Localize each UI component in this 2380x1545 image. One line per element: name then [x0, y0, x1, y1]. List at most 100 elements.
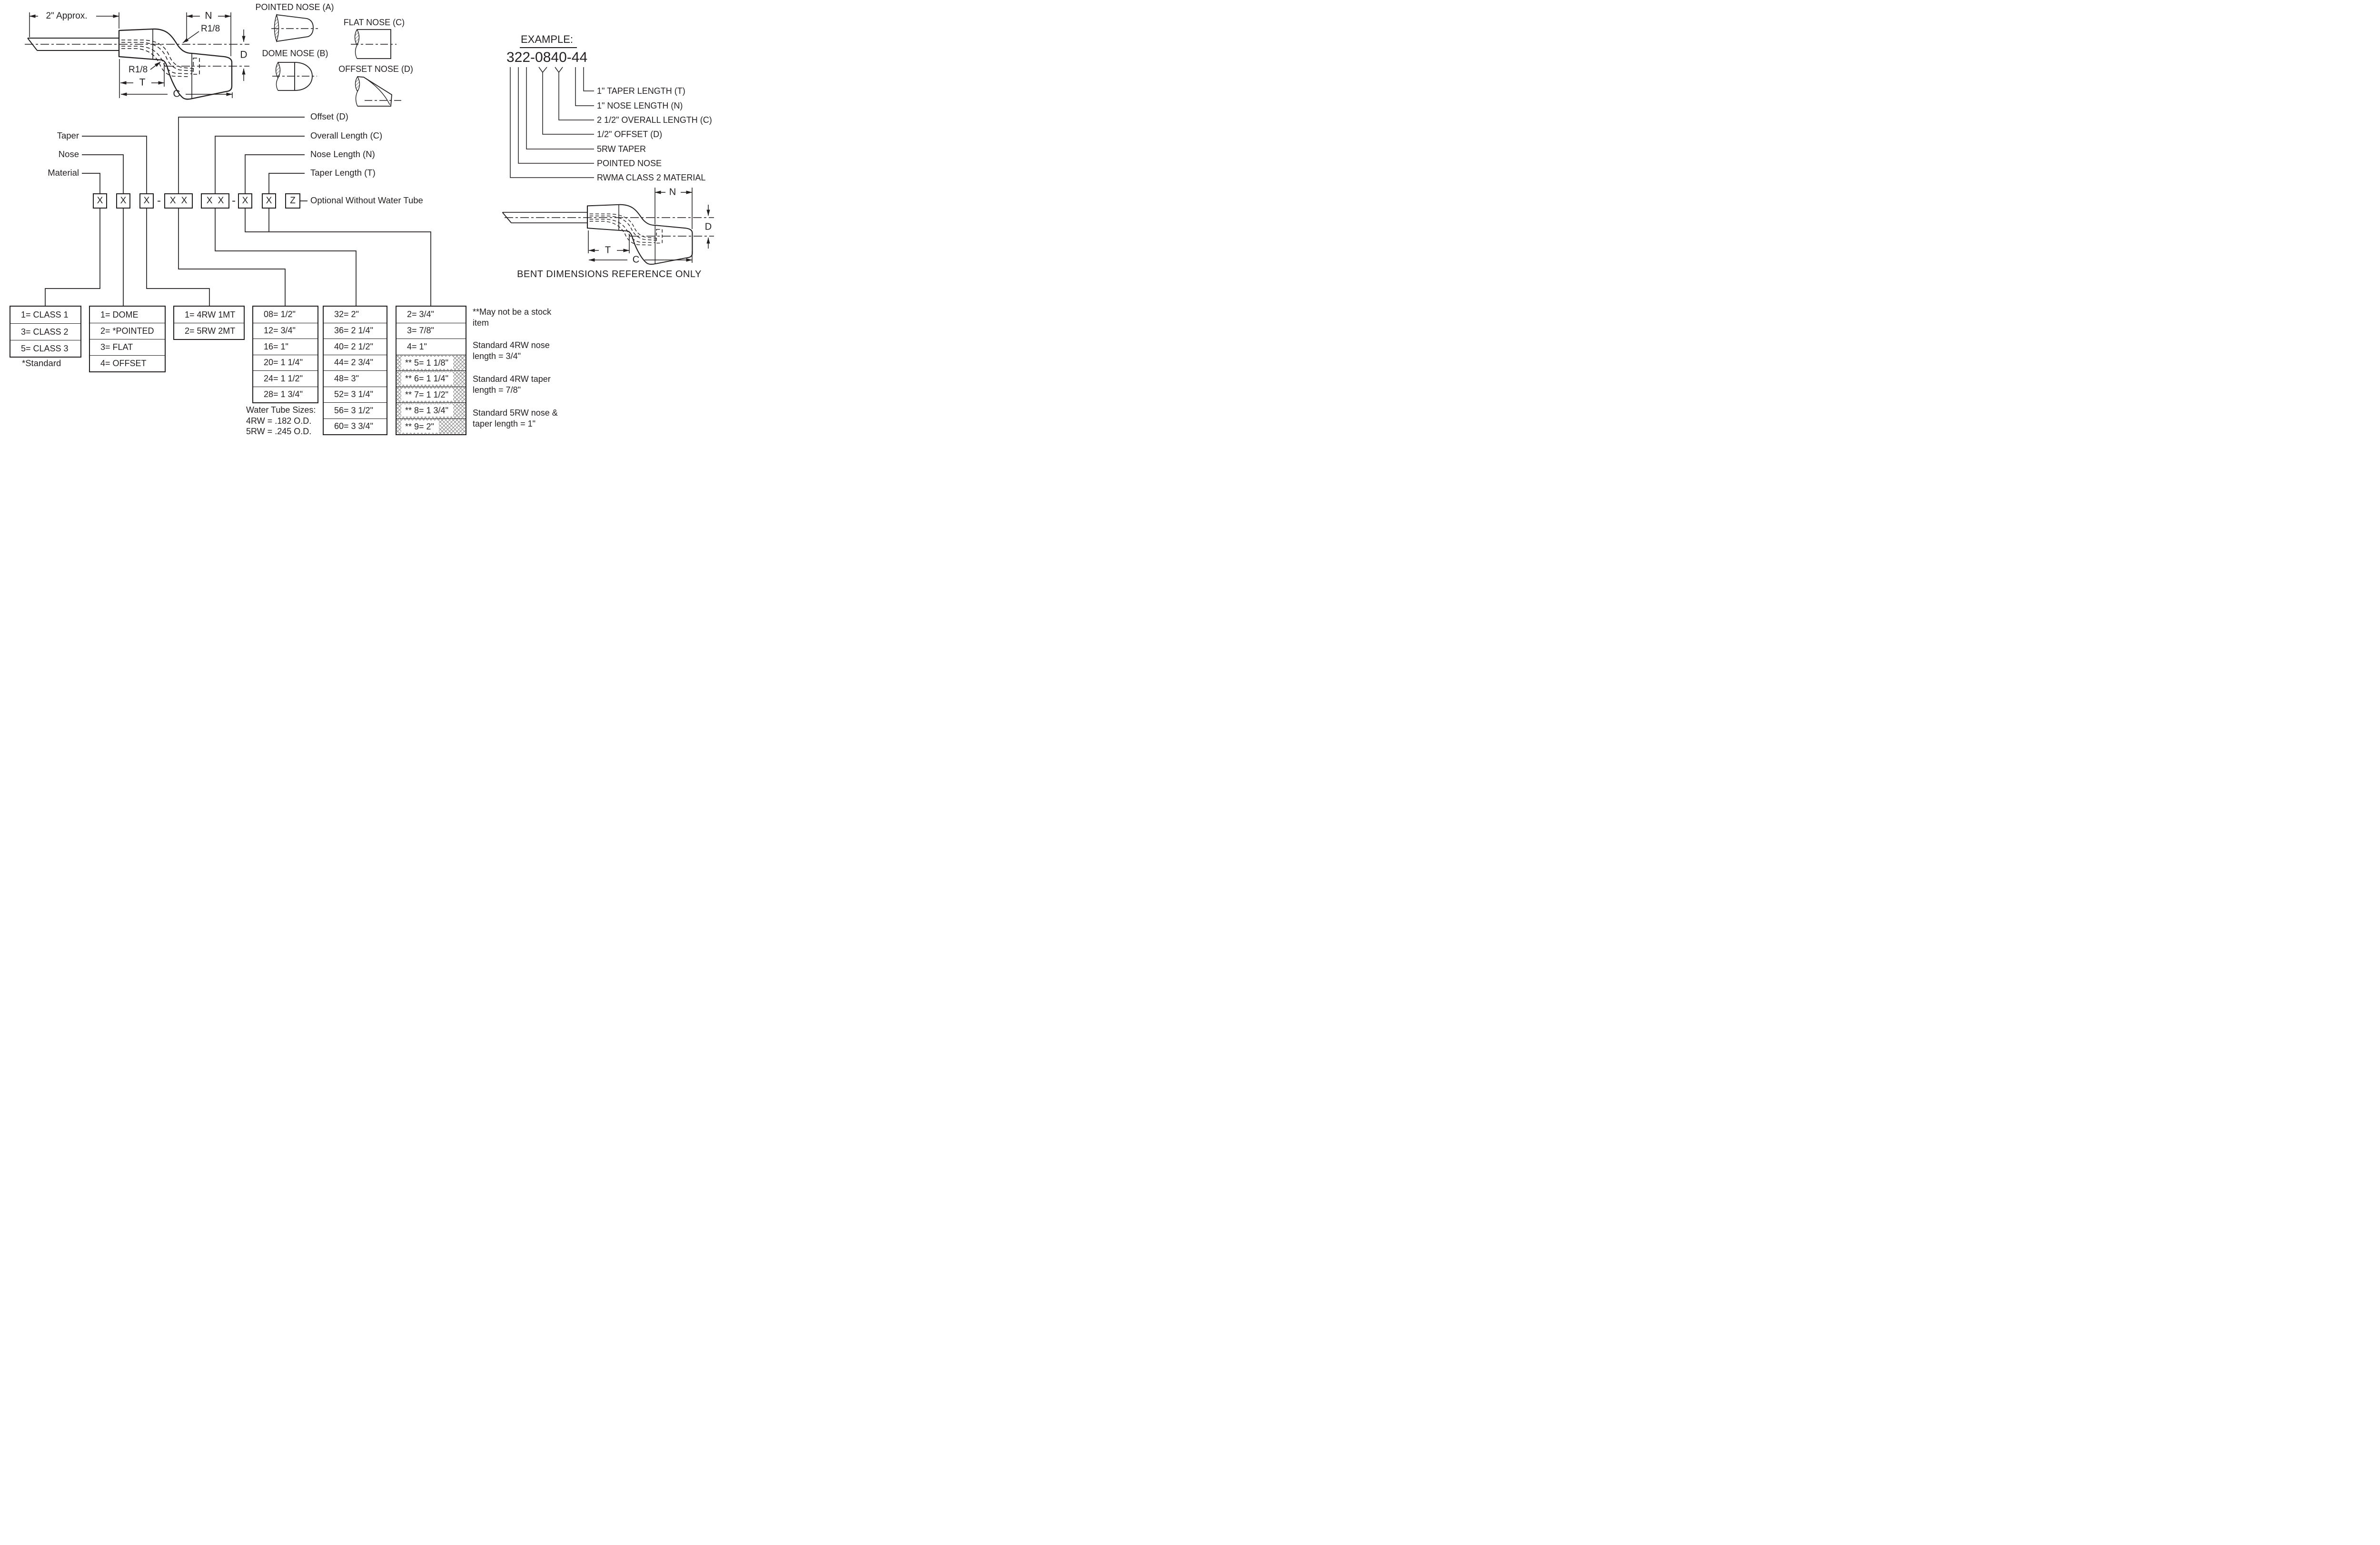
template-label-nose-length: Nose Length (N): [310, 149, 375, 159]
table-row: 2= 3/4": [407, 309, 434, 319]
digit-box-water-tube-option: Z: [285, 193, 300, 209]
radius-label-lower: R1/8: [129, 65, 148, 75]
digit-box-offset: X X: [164, 193, 193, 209]
callout-nose-type: POINTED NOSE: [597, 159, 662, 168]
digit-box-material: X: [93, 193, 107, 209]
table-row: 2= *POINTED: [90, 323, 165, 339]
callout-overall-length: 2 1/2" OVERALL LENGTH (C): [597, 115, 712, 125]
callout-taper-length: 1" TAPER LENGTH (T): [597, 86, 685, 96]
table-row: 3= CLASS 2: [10, 323, 80, 340]
digit-box-overall-length: X X: [201, 193, 229, 209]
table-row: 1= CLASS 1: [21, 310, 69, 319]
dim-label-t: T: [605, 245, 611, 255]
table-row: 44= 2 3/4": [324, 354, 387, 371]
nose-type-drawings: [271, 13, 401, 107]
table-row: 52= 3 1/4": [324, 386, 387, 403]
table-row: 24= 1 1/2": [253, 370, 317, 387]
standard-footnote: *Standard: [22, 358, 61, 368]
dim-label-n: N: [669, 187, 676, 197]
hatched-row-label: ** 9= 2": [401, 420, 439, 433]
right-electrode-drawing: N D T C: [502, 187, 714, 265]
table-row: 60= 3 3/4": [324, 418, 387, 435]
flat-nose-title: FLAT NOSE (C): [343, 18, 405, 27]
water-tube-note-line: 4RW = .182 O.D.: [246, 416, 312, 426]
hatched-row-label: ** 8= 1 3/4": [401, 404, 453, 417]
taper-table: 1= 4RW 1MT 2= 5RW 2MT: [173, 306, 245, 340]
template-label-offset: Offset (D): [310, 111, 348, 121]
callout-material: RWMA CLASS 2 MATERIAL: [597, 173, 706, 182]
table-row: 3= FLAT: [90, 339, 165, 355]
standard-4rw-taper-note: Standard 4RW taper length = 7/8": [473, 374, 551, 395]
table-row-hatched: ** 9= 2": [397, 418, 466, 434]
table-row-hatched: ** 8= 1 3/4": [397, 402, 466, 419]
length-codes-table: 2= 3/4" 3= 7/8" 4= 1" ** 5= 1 1/8" ** 6=…: [396, 306, 466, 435]
nose-table: 1= DOME 2= *POINTED 3= FLAT 4= OFFSET: [89, 306, 166, 372]
dim-label-c: C: [173, 89, 180, 100]
table-row: 40= 2 1/2": [324, 339, 387, 355]
table-row: 5= CLASS 3: [10, 340, 80, 357]
template-label-nose: Nose: [58, 149, 79, 159]
digit-box-nose: X: [116, 193, 130, 209]
left-electrode-drawing: 2" Approx. N D T C R1/8 R1/8: [25, 10, 249, 100]
part-number-separator: -: [157, 194, 161, 207]
standard-4rw-nose-note: Standard 4RW nose length = 3/4": [473, 340, 550, 361]
hatched-row-label: ** 6= 1 1/4": [401, 372, 453, 385]
table-row-hatched: ** 5= 1 1/8": [397, 354, 466, 370]
material-table: 1= CLASS 1 3= CLASS 2 5= CLASS 3: [10, 306, 81, 358]
table-row: 08= 1/2": [264, 309, 296, 319]
flat-nose-drawing: [351, 29, 397, 59]
pointed-nose-title: POINTED NOSE (A): [255, 2, 334, 12]
dome-nose-title: DOME NOSE (B): [262, 49, 328, 58]
template-label-taper-length: Taper Length (T): [310, 168, 376, 178]
offset-nose-drawing: [355, 76, 401, 107]
pointed-nose-drawing: [271, 13, 318, 43]
water-tube-note-line: Water Tube Sizes:: [246, 405, 316, 415]
dim-label-shank: 2" Approx.: [46, 11, 87, 21]
template-label-material: Material: [48, 168, 79, 178]
offset-nose-title: OFFSET NOSE (D): [338, 64, 413, 74]
dim-label-d: D: [705, 221, 712, 232]
table-row: 3= 7/8": [397, 322, 466, 339]
water-tube-note-line: 5RW = .245 O.D.: [246, 427, 312, 436]
table-row: 1= 4RW 1MT: [185, 309, 236, 319]
example-callout-lines: [510, 67, 594, 178]
table-row-hatched: ** 7= 1 1/2": [397, 386, 466, 402]
dim-label-c: C: [633, 254, 639, 265]
table-row: 20= 1 1/4": [253, 354, 317, 371]
dim-label-t: T: [139, 77, 146, 88]
table-row: 2= 5RW 2MT: [174, 323, 244, 339]
diagram-linework: 2" Approx. N D T C R1/8 R1/8: [25, 10, 714, 306]
table-row-hatched: ** 6= 1 1/4": [397, 370, 466, 387]
overall-length-table: 32= 2" 36= 2 1/4" 40= 2 1/2" 44= 2 3/4" …: [323, 306, 387, 435]
table-row: 16= 1": [253, 339, 317, 355]
offset-table: 08= 1/2" 12= 3/4" 16= 1" 20= 1 1/4" 24= …: [252, 306, 318, 403]
table-row: 12= 3/4": [253, 322, 317, 339]
dim-label-n: N: [205, 10, 212, 21]
hatched-row-label: ** 7= 1 1/2": [401, 388, 453, 401]
callout-offset: 1/2" OFFSET (D): [597, 130, 663, 139]
bent-dimensions-caption: BENT DIMENSIONS REFERENCE ONLY: [517, 269, 702, 279]
table-row: 28= 1 3/4": [253, 386, 317, 403]
digit-box-taper: X: [139, 193, 154, 209]
table-row: 36= 2 1/4": [324, 322, 387, 339]
digit-box-nose-length: X: [238, 193, 252, 209]
water-tube-sizes-note: Water Tube Sizes: 4RW = .182 O.D. 5RW = …: [246, 405, 316, 437]
table-row: 48= 3": [324, 370, 387, 387]
digit-box-taper-length: X: [262, 193, 276, 209]
stock-item-note: **May not be a stock item: [473, 307, 552, 328]
example-part-number: 322-0840-44: [506, 50, 588, 65]
template-label-taper: Taper: [57, 130, 79, 140]
template-label-optional: Optional Without Water Tube: [310, 195, 423, 205]
callout-taper-type: 5RW TAPER: [597, 144, 646, 154]
template-connector-lines: [45, 117, 431, 306]
table-row: 32= 2": [334, 309, 359, 319]
table-row: 1= DOME: [100, 309, 139, 319]
standard-5rw-note: Standard 5RW nose & taper length = 1": [473, 408, 558, 429]
hatched-row-label: ** 5= 1 1/8": [401, 356, 453, 369]
table-row: 4= OFFSET: [90, 355, 165, 371]
radius-label-upper: R1/8: [201, 24, 220, 34]
table-row: 4= 1": [397, 339, 466, 355]
dim-label-d: D: [240, 50, 247, 60]
example-heading: EXAMPLE:: [520, 33, 577, 48]
dome-nose-drawing: [272, 61, 317, 91]
